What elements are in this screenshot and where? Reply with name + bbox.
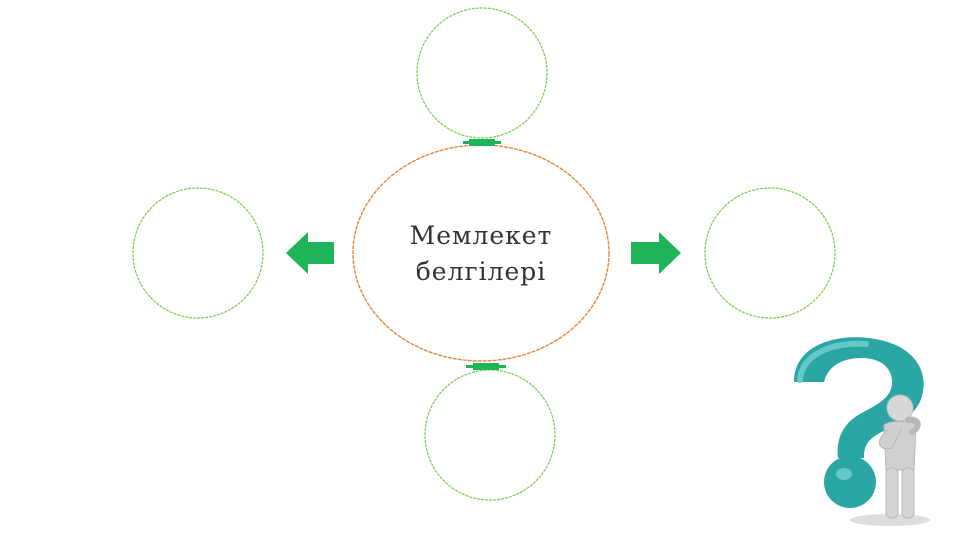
connector-top [463,139,501,146]
outer-node-right [705,188,835,318]
arrow-right [631,232,681,274]
arrow-left [286,232,334,274]
connector-bottom [466,363,506,370]
outer-node-top [417,8,547,138]
center-label: Мемлекет белгілері [372,218,590,290]
thinking-person-question-mark-icon [780,330,950,530]
outer-node-left [133,188,263,318]
outer-node-bottom [425,370,555,500]
